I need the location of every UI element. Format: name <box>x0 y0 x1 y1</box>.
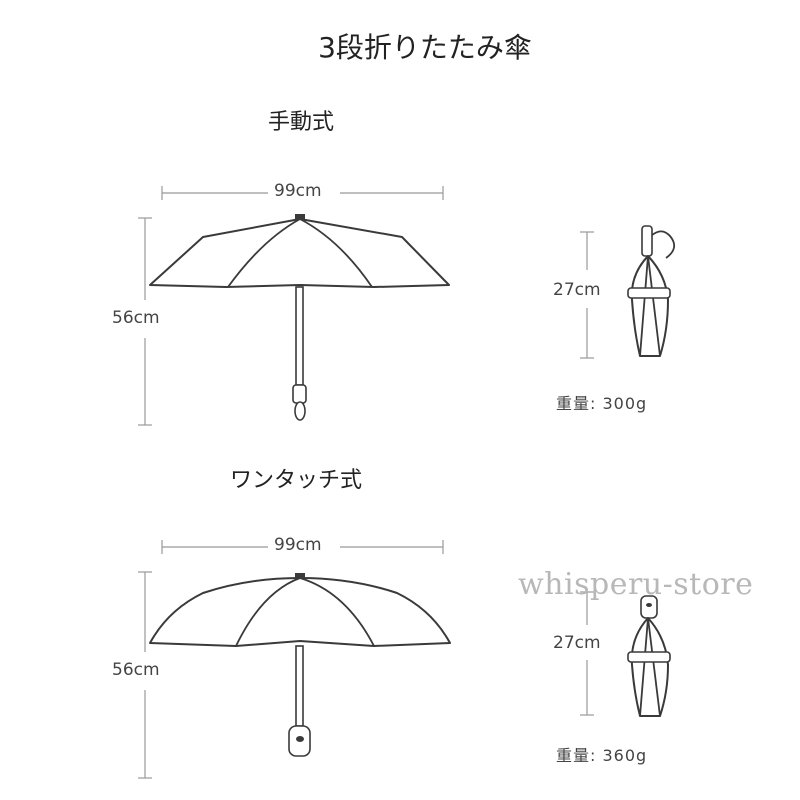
auto-folded-umbrella <box>627 595 671 717</box>
page-title: 3段折りたたみ傘 <box>318 31 532 64</box>
auto-width-label: 99cm <box>274 535 322 555</box>
manual-folded-dimension-line <box>580 231 594 359</box>
auto-height-dimension-line <box>138 571 152 779</box>
auto-folded-length-label: 27cm <box>553 633 601 653</box>
manual-open-umbrella <box>149 214 450 421</box>
auto-weight-label: 重量: 360g <box>556 746 648 765</box>
auto-height-label: 56cm <box>112 660 160 680</box>
auto-width-dimension-line <box>161 540 444 554</box>
store-watermark: whisperu-store <box>518 567 754 602</box>
auto-folded-dimension-line <box>580 591 594 716</box>
auto-section-title: ワンタッチ式 <box>230 468 363 493</box>
manual-width-dimension-line <box>161 186 444 200</box>
manual-height-label: 56cm <box>112 308 160 328</box>
manual-folded-length-label: 27cm <box>553 280 601 300</box>
manual-folded-umbrella <box>627 225 676 357</box>
auto-open-umbrella <box>149 573 451 757</box>
manual-section-title: 手動式 <box>268 110 335 135</box>
manual-width-label: 99cm <box>274 181 322 201</box>
manual-height-dimension-line <box>138 217 152 426</box>
manual-weight-label: 重量: 300g <box>556 394 648 413</box>
